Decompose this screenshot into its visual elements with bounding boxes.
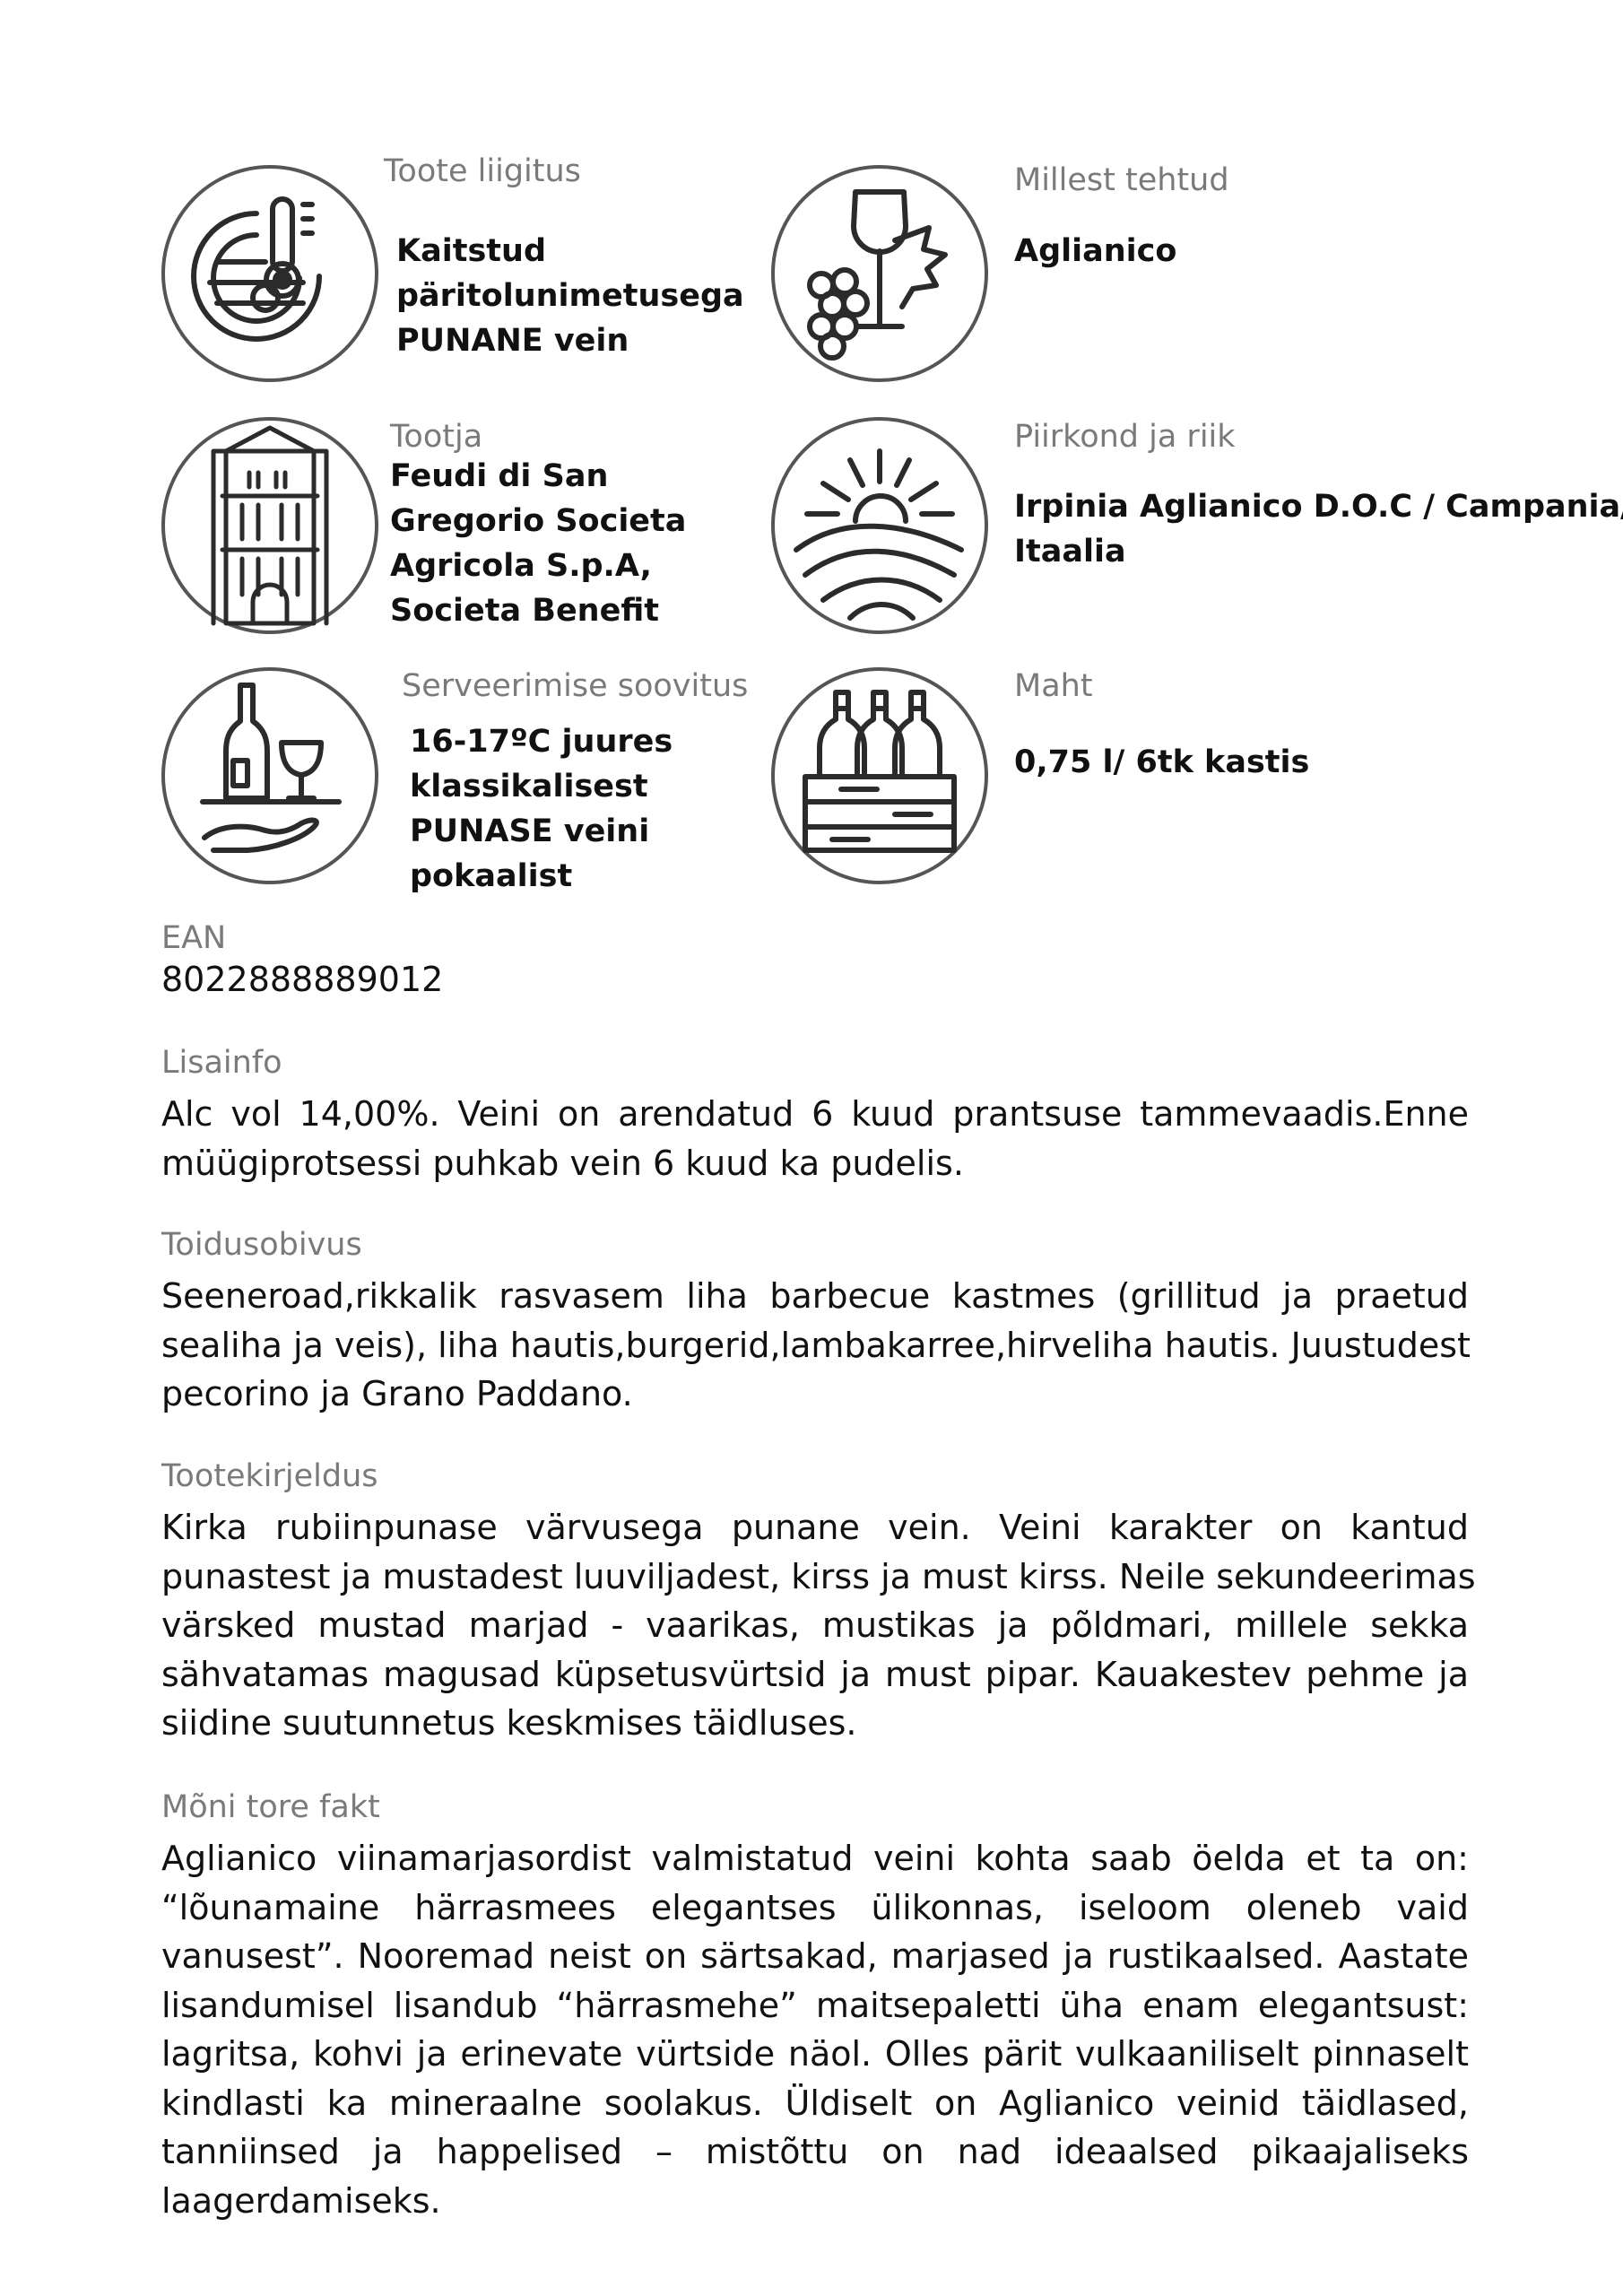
volume-label: Maht — [1014, 668, 1093, 704]
additional-info-label: Lisainfo — [161, 1045, 282, 1081]
food-pairing-label: Toidusobivus — [161, 1227, 362, 1263]
winery-building-icon — [160, 415, 380, 636]
description-label: Tootekirjeldus — [161, 1458, 378, 1494]
volume-value: 0,75 l/ 6tk kastis — [1014, 744, 1310, 780]
wine-glass-grapes-icon — [769, 163, 990, 384]
description-text: Kirka rubiinpunase värvusega punane vein… — [161, 1508, 1476, 1743]
fun-fact-text: Aglianico viinamarjasordist valmistatud … — [161, 1839, 1469, 2221]
barrel-thermometer-icon — [160, 163, 380, 384]
made-from-label: Millest tehtud — [1014, 162, 1229, 198]
classification-label: Toote liigitus — [384, 153, 581, 189]
producer-value: Feudi di San Gregorio Societa Agricola S… — [390, 458, 687, 629]
region-value: Irpinia Aglianico D.O.C / Campania/ Itaa… — [1014, 489, 1623, 570]
ean-value: 8022888889012 — [161, 960, 444, 999]
sunrise-vineyard-icon — [769, 415, 990, 636]
ean-label: EAN — [161, 920, 227, 956]
made-from-value: Aglianico — [1014, 233, 1177, 269]
additional-info-text: Alc vol 14,00%. Veini on arendatud 6 kuu… — [161, 1094, 1469, 1183]
fun-fact-label: Mõni tore fakt — [161, 1789, 380, 1825]
serving-value: 16-17ºC juures klassikalisest PUNASE vei… — [410, 724, 673, 894]
serving-label: Serveerimise soovitus — [402, 668, 749, 704]
producer-label: Tootja — [390, 419, 483, 455]
wine-crate-icon — [769, 665, 990, 886]
food-pairing-text: Seeneroad,rikkalik rasvasem liha barbecu… — [161, 1276, 1471, 1413]
classification-value: Kaitstud päritolunimetusega PUNANE vein — [396, 233, 744, 359]
serving-tray-icon — [160, 665, 380, 886]
region-label: Piirkond ja riik — [1014, 419, 1236, 455]
